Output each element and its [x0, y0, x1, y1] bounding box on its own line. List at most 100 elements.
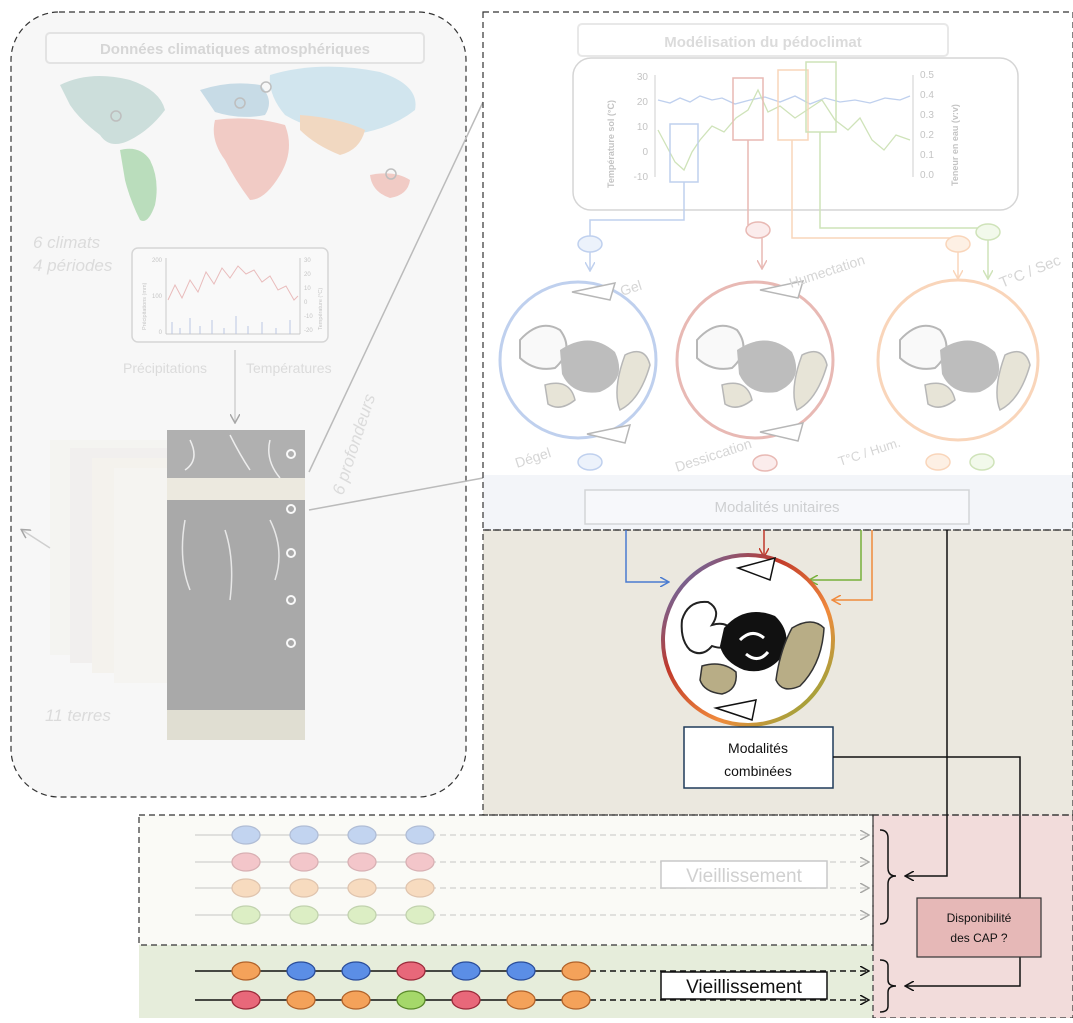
brace-bottom [879, 959, 897, 1013]
climate-title: Données climatiques atmosphériques [100, 41, 370, 58]
soil-sheet [114, 468, 204, 683]
modality-event-red [231, 852, 261, 872]
world-map [60, 66, 416, 221]
dessiccation-label: Dessiccation [673, 435, 753, 475]
modality-event-red [405, 852, 435, 872]
soils-label: 11 terres [45, 706, 111, 725]
ped-right-tick: 0.3 [920, 110, 934, 121]
mini-left-tick: 100 [152, 294, 163, 300]
mini-right-tick: 20 [304, 272, 311, 278]
soil-profile [167, 430, 305, 740]
aging-bottom-label: Vieillissement [686, 977, 803, 998]
modality-event-orange [231, 878, 261, 898]
combined-panel-border [482, 529, 1073, 816]
modality-event-orange [561, 961, 591, 981]
soil-sheet [92, 458, 192, 673]
ped-ylabel-left: Température sol (°C) [606, 100, 616, 188]
active-sequences [195, 961, 868, 1010]
modality-event-blue [451, 961, 481, 981]
modality-event-blue [341, 961, 371, 981]
mini-right-tick: 30 [304, 258, 311, 264]
modality-event-red [231, 990, 261, 1010]
modality-event-green [396, 990, 426, 1010]
modality-event-blue [231, 825, 261, 845]
cap-line2: des CAP ? [950, 931, 1007, 945]
mini-left-tick: 200 [152, 258, 163, 264]
climate-title-box [45, 32, 425, 64]
ped-left-tick: 10 [637, 122, 649, 133]
degel-label: Dégel [513, 444, 553, 471]
left-panel-border [10, 11, 467, 798]
ped-ylabel-right: Teneur en eau (v:v) [950, 104, 960, 186]
modality-event-orange [289, 878, 319, 898]
tc-sec-label: T°C / Sec [997, 252, 1063, 292]
periods-label: 4 périodes [33, 256, 113, 275]
modality-event-red [396, 961, 426, 981]
ped-left-tick: 20 [637, 97, 649, 108]
modality-event-green [289, 905, 319, 925]
mini-ylabel-left: Précipitations (mm) [142, 282, 148, 330]
modality-event-red [289, 852, 319, 872]
aging-bottom-label-box [660, 971, 828, 1000]
modality-event-orange [341, 990, 371, 1010]
modality-event-orange [561, 990, 591, 1010]
aggregate-tc [876, 278, 1040, 442]
ped-right-tick: 0.2 [920, 130, 934, 141]
combined-label-line1: Modalités [728, 740, 788, 756]
soil-sheet [50, 440, 170, 655]
modality-event-orange [286, 990, 316, 1010]
aging-top-label: Vieillissement [686, 866, 803, 887]
combined-label-line2: combinées [724, 763, 792, 779]
mini-right-tick: -10 [304, 314, 313, 320]
modality-event-blue [286, 961, 316, 981]
ped-right-tick: 0.5 [920, 70, 934, 81]
mini-left-tick: 0 [159, 330, 163, 336]
precipitations-label: Précipitations [123, 360, 207, 376]
modality-event-blue [506, 961, 536, 981]
climates-label: 6 climats [33, 233, 101, 252]
modality-event-orange [231, 961, 261, 981]
mini-right-tick: -20 [304, 328, 313, 334]
cap-question-box [916, 897, 1042, 958]
mini-climate-chart: 200 100 0 30 20 10 0 -10 -20 Précipitati… [131, 247, 329, 343]
pedoclimate-chart: 30 20 10 0 -10 0.5 0.4 0.3 0.2 0.1 0.0 T… [606, 61, 960, 188]
brace-top [879, 829, 897, 925]
mini-right-tick: 0 [304, 300, 308, 306]
ped-left-tick: -10 [634, 172, 649, 183]
modality-event-blue [289, 825, 319, 845]
mini-ylabel-right: Température (°C) [318, 288, 324, 330]
modality-event-orange [506, 990, 536, 1010]
mini-right-tick: 10 [304, 286, 311, 292]
humectation-label: Humectation [787, 251, 867, 291]
combined-modalities-box [683, 726, 834, 789]
unit-modalities-band [483, 475, 1073, 530]
pedoclimate-chart-frame [572, 57, 1019, 211]
ped-right-tick: 0.4 [920, 90, 934, 101]
aging-top-border [138, 814, 874, 946]
ped-right-tick: 0.0 [920, 170, 934, 181]
pedoclimate-title-box [577, 23, 949, 57]
modality-event-green [347, 905, 377, 925]
modality-event-red [451, 990, 481, 1010]
modality-event-green [231, 905, 261, 925]
soil-sheet [70, 448, 180, 663]
tc-hum-label: T°C / Hum. [836, 435, 902, 469]
unit-modalities-box [584, 489, 970, 525]
gel-label: Gel [618, 277, 644, 299]
temperatures-label: Températures [246, 360, 332, 376]
modality-event-orange [405, 878, 435, 898]
aggregate-humectation [675, 280, 835, 442]
unit-modalities-label: Modalités unitaires [714, 499, 839, 516]
combined-aggregate [661, 553, 835, 727]
ped-left-tick: 0 [642, 147, 648, 158]
modality-event-red [347, 852, 377, 872]
pedoclimate-title: Modélisation du pédoclimat [664, 34, 862, 51]
cap-line1: Disponibilité [947, 911, 1012, 925]
ped-right-tick: 0.1 [920, 150, 934, 161]
aging-top-label-box [660, 860, 828, 889]
left-panel: Données climatiques atmosphériques 6 cli… [10, 11, 467, 798]
ped-left-tick: 30 [637, 72, 649, 83]
pedoclimate-content: Modélisation du pédoclimat 30 20 10 0 -1… [498, 23, 1064, 525]
modality-event-orange [347, 878, 377, 898]
